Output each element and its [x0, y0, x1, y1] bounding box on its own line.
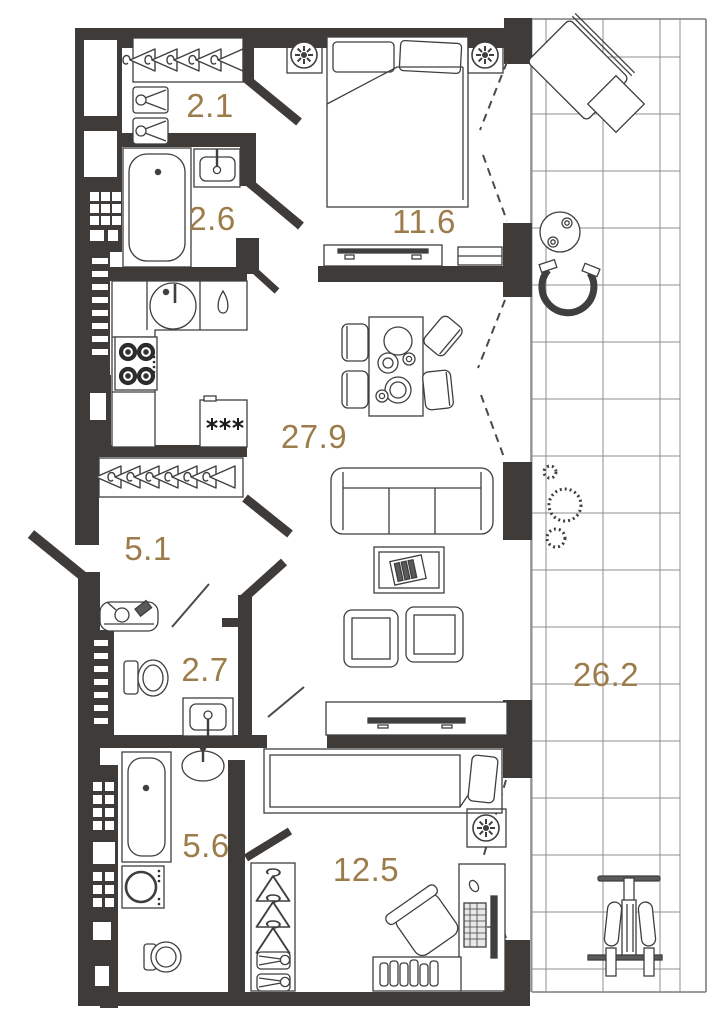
closet-drawers: [132, 86, 169, 145]
bed-single-icon: [263, 748, 503, 814]
wall-shaft-cutouts: [84, 40, 121, 986]
desk-icon: [458, 863, 506, 992]
terrace-chair-icon: [538, 258, 601, 317]
bookshelf-icon: [372, 956, 462, 992]
sofa-icon: [330, 467, 494, 535]
wardrobe-125: [250, 862, 296, 992]
room-label-27-9: 27.9: [281, 418, 347, 455]
office-chair-icon: [385, 884, 459, 957]
fan-unit-125: [466, 808, 507, 848]
armchair-icon: [343, 606, 464, 668]
door-leaves: [171, 583, 305, 718]
sink-icon: [193, 148, 241, 188]
bathtub-icon: [122, 147, 192, 268]
closet-hanger-rail: [122, 37, 244, 83]
exercise-bike-icon: [587, 875, 663, 977]
tv-console-icon: [325, 701, 508, 736]
fan-icon: [471, 41, 499, 69]
bed-double-icon: [326, 36, 469, 208]
washing-machine-icon: [121, 865, 165, 909]
fan-box-right: [467, 37, 504, 74]
coffee-table-icon: [373, 546, 445, 594]
room-label-11-6: 11.6: [392, 203, 456, 240]
dining-chairs: [341, 315, 463, 411]
room-label-26-2: 26.2: [573, 656, 639, 693]
room-label-5-6: 5.6: [182, 827, 229, 864]
room-label-2-6: 2.6: [188, 200, 235, 237]
room-label-5-1: 5.1: [124, 530, 171, 567]
fan-icon: [472, 814, 500, 842]
oval-sink-icon: [181, 744, 225, 782]
hall-closet-hanger-rail: [88, 457, 244, 498]
kitchen-sink-icon: [149, 282, 197, 330]
terrace-railing: [532, 18, 707, 993]
terrace-table-icon: [539, 211, 581, 253]
ottoman-icon: [586, 74, 646, 134]
room-label-12-5: 12.5: [333, 851, 399, 888]
room-label-2-7: 2.7: [181, 651, 228, 688]
toilet-icon: [123, 659, 169, 697]
bedroom-console: [323, 244, 503, 267]
kettle-drop-icon: [217, 289, 229, 314]
plant-icon: [542, 464, 583, 549]
fan-icon: [290, 41, 318, 69]
room-labels: 2.1 2.6 11.6 27.9 5.1 2.7 5.6 12.5 26.2: [124, 87, 639, 888]
fridge-snowflake-icon: [199, 395, 248, 448]
wc-sink-icon: [182, 697, 234, 737]
wc-counter: [99, 599, 159, 632]
toilet2-icon: [143, 941, 182, 973]
terrace-tile-grid: [531, 18, 681, 993]
fan-box-left: [286, 37, 323, 74]
stove-icon: [114, 336, 158, 391]
diagonal-walls: [27, 72, 304, 862]
bathtub2-icon: [121, 751, 172, 863]
dining-table-icon: [368, 316, 424, 417]
room-label-2-1: 2.1: [186, 87, 233, 124]
